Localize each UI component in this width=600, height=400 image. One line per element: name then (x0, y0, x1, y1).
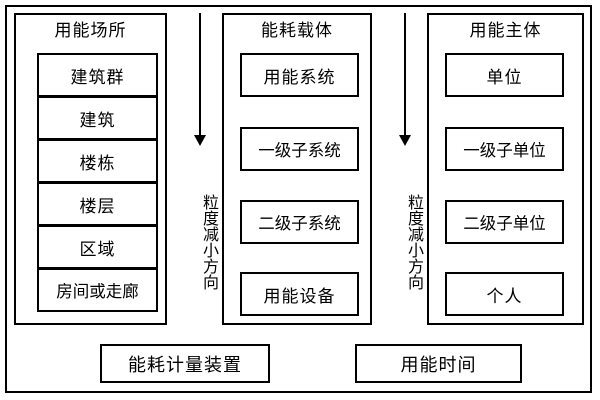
node-level2-subsystem[interactable]: 二级子系统 (240, 200, 359, 244)
arrow-shaft-icon (199, 13, 201, 135)
node-level2-subunit[interactable]: 二级子单位 (445, 200, 564, 244)
node-building[interactable]: 建筑 (37, 96, 158, 140)
node-energy-metering-device[interactable]: 能耗计量装置 (100, 344, 270, 383)
node-room-or-corridor[interactable]: 房间或走廊 (37, 268, 158, 312)
node-building-block[interactable]: 楼栋 (37, 139, 158, 183)
node-floor[interactable]: 楼层 (37, 182, 158, 226)
granularity-arrow-1: 粒度减小方向 (180, 13, 220, 313)
node-unit[interactable]: 单位 (445, 53, 564, 97)
node-energy-use-time[interactable]: 用能时间 (355, 344, 522, 383)
granularity-arrow-2: 粒度减小方向 (385, 13, 425, 313)
arrow-head-icon (194, 135, 206, 146)
node-energy-use-equipment[interactable]: 用能设备 (240, 272, 359, 316)
panel-title-energy-consumption-carrier: 能耗载体 (261, 21, 333, 41)
arrow-head-icon (399, 135, 411, 146)
node-building-group[interactable]: 建筑群 (37, 53, 158, 97)
node-energy-use-system[interactable]: 用能系统 (240, 53, 359, 97)
granularity-arrow-2-label: 粒度减小方向 (405, 194, 424, 290)
node-level1-subunit[interactable]: 一级子单位 (445, 127, 564, 171)
node-individual[interactable]: 个人 (445, 272, 564, 316)
panel-title-energy-use-subject: 用能主体 (469, 21, 542, 41)
panel-title-energy-use-place: 用能场所 (54, 21, 127, 41)
arrow-shaft-icon (404, 13, 406, 135)
granularity-arrow-1-label: 粒度减小方向 (200, 194, 219, 290)
node-level1-subsystem[interactable]: 一级子系统 (240, 127, 359, 171)
node-area[interactable]: 区域 (37, 225, 158, 269)
